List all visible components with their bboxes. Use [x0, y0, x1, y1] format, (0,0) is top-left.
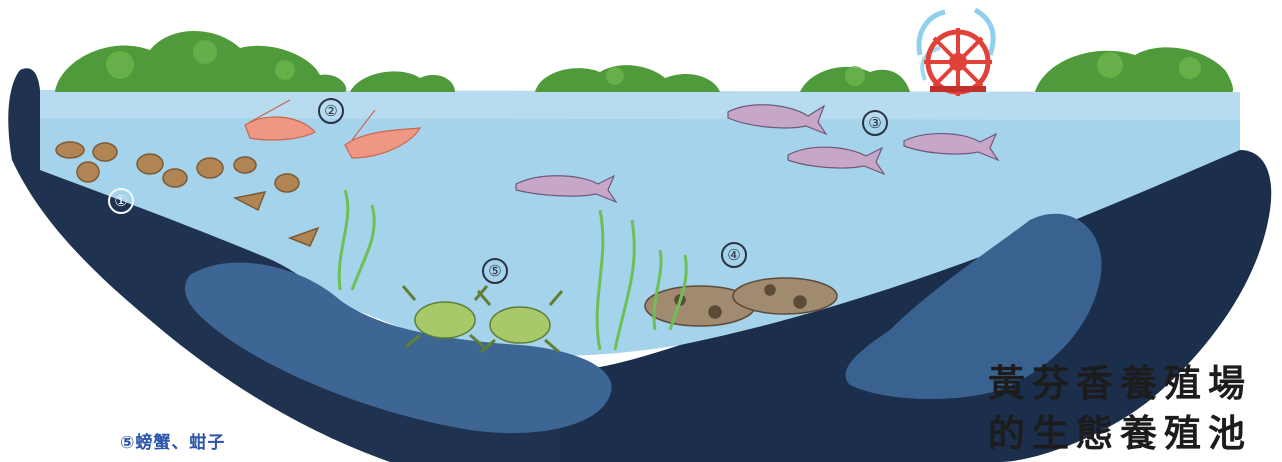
marker-crab: ⑤	[482, 258, 508, 284]
marker-grouper: ④	[721, 242, 747, 268]
legend-caption: ⑤螃蟹、蚶子	[120, 428, 225, 453]
page-title: 黃芬香養殖場 的生態養殖池	[988, 358, 1252, 458]
marker-milkfish: ③	[862, 110, 888, 136]
aerator-wheel-icon	[919, 10, 993, 96]
title-line-2: 的生態養殖池	[988, 408, 1252, 458]
marker-shrimp: ②	[318, 98, 344, 124]
title-line-1: 黃芬香養殖場	[988, 358, 1252, 408]
marker-oyster: ①	[108, 188, 134, 214]
water-surface-highlight	[40, 90, 1240, 120]
shrubs	[55, 31, 1233, 92]
